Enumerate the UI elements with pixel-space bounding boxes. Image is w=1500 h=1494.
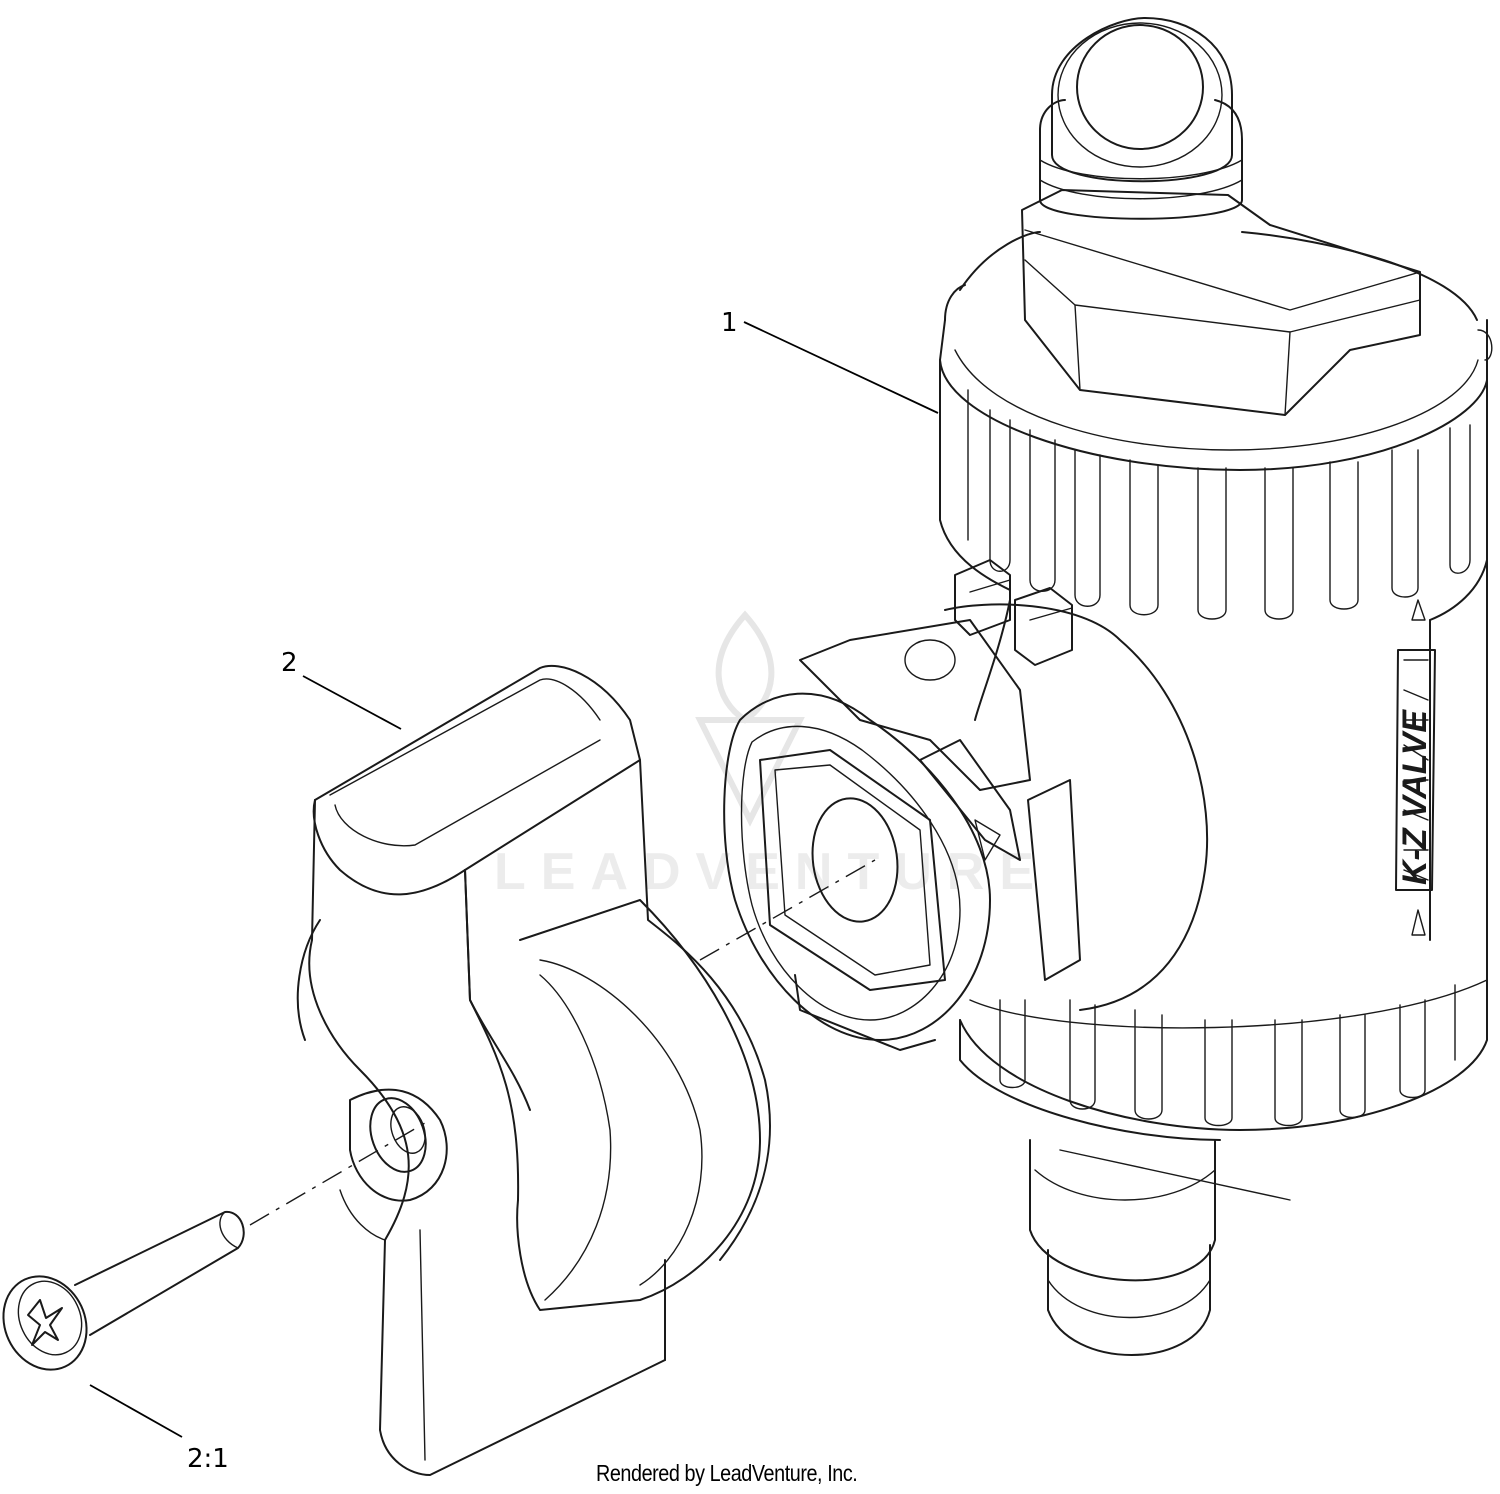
valve-upper-collar: [939, 231, 1493, 471]
watermark-text: LEADVENTURE: [494, 843, 1050, 901]
valve-lower-grip-ribs: [959, 939, 1488, 1141]
valve-top-port: [1039, 17, 1243, 220]
render-credit: Rendered by LeadVenture, Inc.: [596, 1460, 858, 1486]
valve-handle-part-2: [296, 664, 771, 1476]
leader-line-part-2-1: [89, 1384, 183, 1438]
valve-barrel: [1009, 559, 1488, 941]
valve-body-part-1: [723, 17, 1493, 1356]
watermark-flame-icon: [695, 610, 805, 827]
assembly-axis-upper: [699, 859, 876, 961]
callout-part-2-1: 2:1: [187, 1444, 229, 1474]
leader-line-part-1: [743, 321, 939, 414]
leader-line-part-2: [302, 675, 402, 730]
valve-hex-nut: [1021, 189, 1421, 416]
screw-part-2-1: [2, 1210, 245, 1371]
callout-part-2: 2: [281, 648, 298, 678]
valve-stem-port: [723, 559, 1209, 1051]
assembly-axis-lower: [249, 1119, 431, 1226]
callout-part-1: 1: [721, 308, 738, 338]
valve-upper-grip-ribs: [939, 359, 1488, 621]
brand-marking-kzvalve-icon: [1395, 649, 1436, 891]
valve-bottom-port: [1029, 1139, 1291, 1356]
